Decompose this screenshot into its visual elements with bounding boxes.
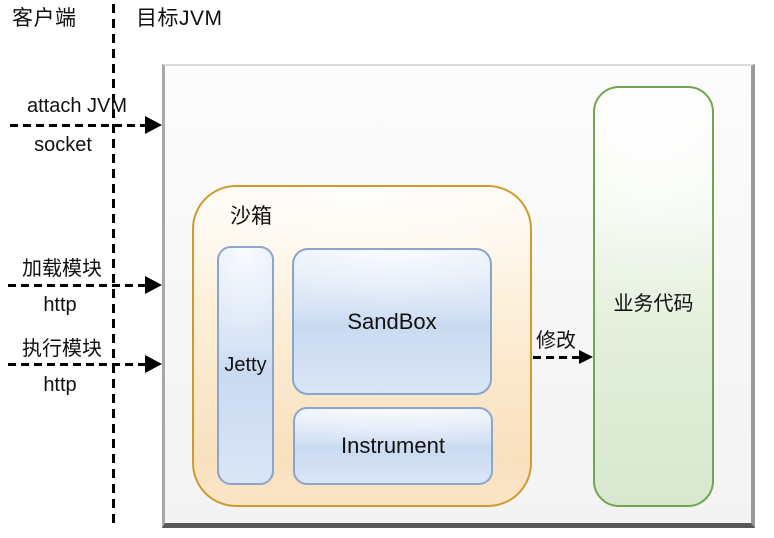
socket-protocol-label: socket [34, 134, 92, 156]
load-arrowhead-icon [145, 276, 162, 294]
modify-arrowhead-icon [579, 350, 593, 364]
exec-module-label: 执行模块 [22, 338, 102, 360]
modify-arrow [533, 350, 593, 364]
business-code-label: 业务代码 [613, 293, 694, 315]
lane-divider-dashed-line [112, 4, 115, 528]
sandbox-title: 沙箱 [230, 205, 272, 228]
target-jvm-lane-label: 目标JVM [136, 7, 223, 30]
instrument-label: Instrument [341, 433, 445, 458]
modify-label: 修改 [536, 330, 576, 352]
attach-jvm-label: attach JVM [26, 95, 128, 117]
attach-arrowhead-icon [145, 116, 162, 134]
jetty-label: Jetty [224, 354, 267, 376]
exec-arrowhead-icon [145, 355, 162, 373]
attach-arrow [10, 116, 162, 134]
load-http-protocol-label: http [43, 294, 77, 316]
client-lane-label: 客户端 [12, 7, 77, 30]
business-code-box: 业务代码 [593, 86, 714, 507]
load-module-arrow [8, 276, 162, 294]
load-module-label: 加载模块 [22, 258, 102, 280]
exec-http-protocol-label: http [43, 374, 77, 396]
exec-module-arrow [8, 355, 162, 373]
instrument-box: Instrument [293, 407, 493, 485]
sandbox-core-box: SandBox [292, 248, 492, 395]
sandbox-core-label: SandBox [347, 308, 437, 334]
jetty-box: Jetty [217, 246, 274, 485]
